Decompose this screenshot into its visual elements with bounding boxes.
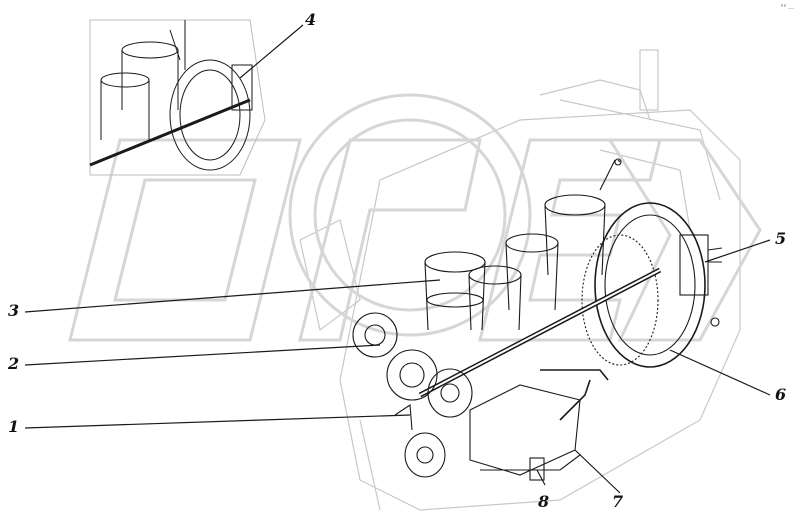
inset-view [89,19,266,176]
callout-3: 3 [8,301,20,320]
callout-4: 4 [305,10,317,29]
callout-6: 6 [775,385,787,404]
leader-6 [669,349,771,396]
callout-2: 2 [8,354,20,373]
leader-7 [574,449,621,494]
leader-lines [24,24,771,494]
pistons [424,158,622,331]
callout-8: 8 [538,492,550,511]
callout-5: 5 [775,229,787,248]
main-assembly [352,158,723,481]
corner-mark: °° ... [780,4,794,11]
leader-5 [704,239,771,263]
leader-1 [24,414,411,429]
leader-3 [24,279,441,313]
leader-8 [536,469,546,486]
callout-7: 7 [612,492,624,511]
leader-4 [239,24,304,79]
callout-1: 1 [8,417,20,436]
engine-block-ghost [299,49,741,511]
leader-2 [24,344,381,366]
timing-gears [352,312,473,478]
